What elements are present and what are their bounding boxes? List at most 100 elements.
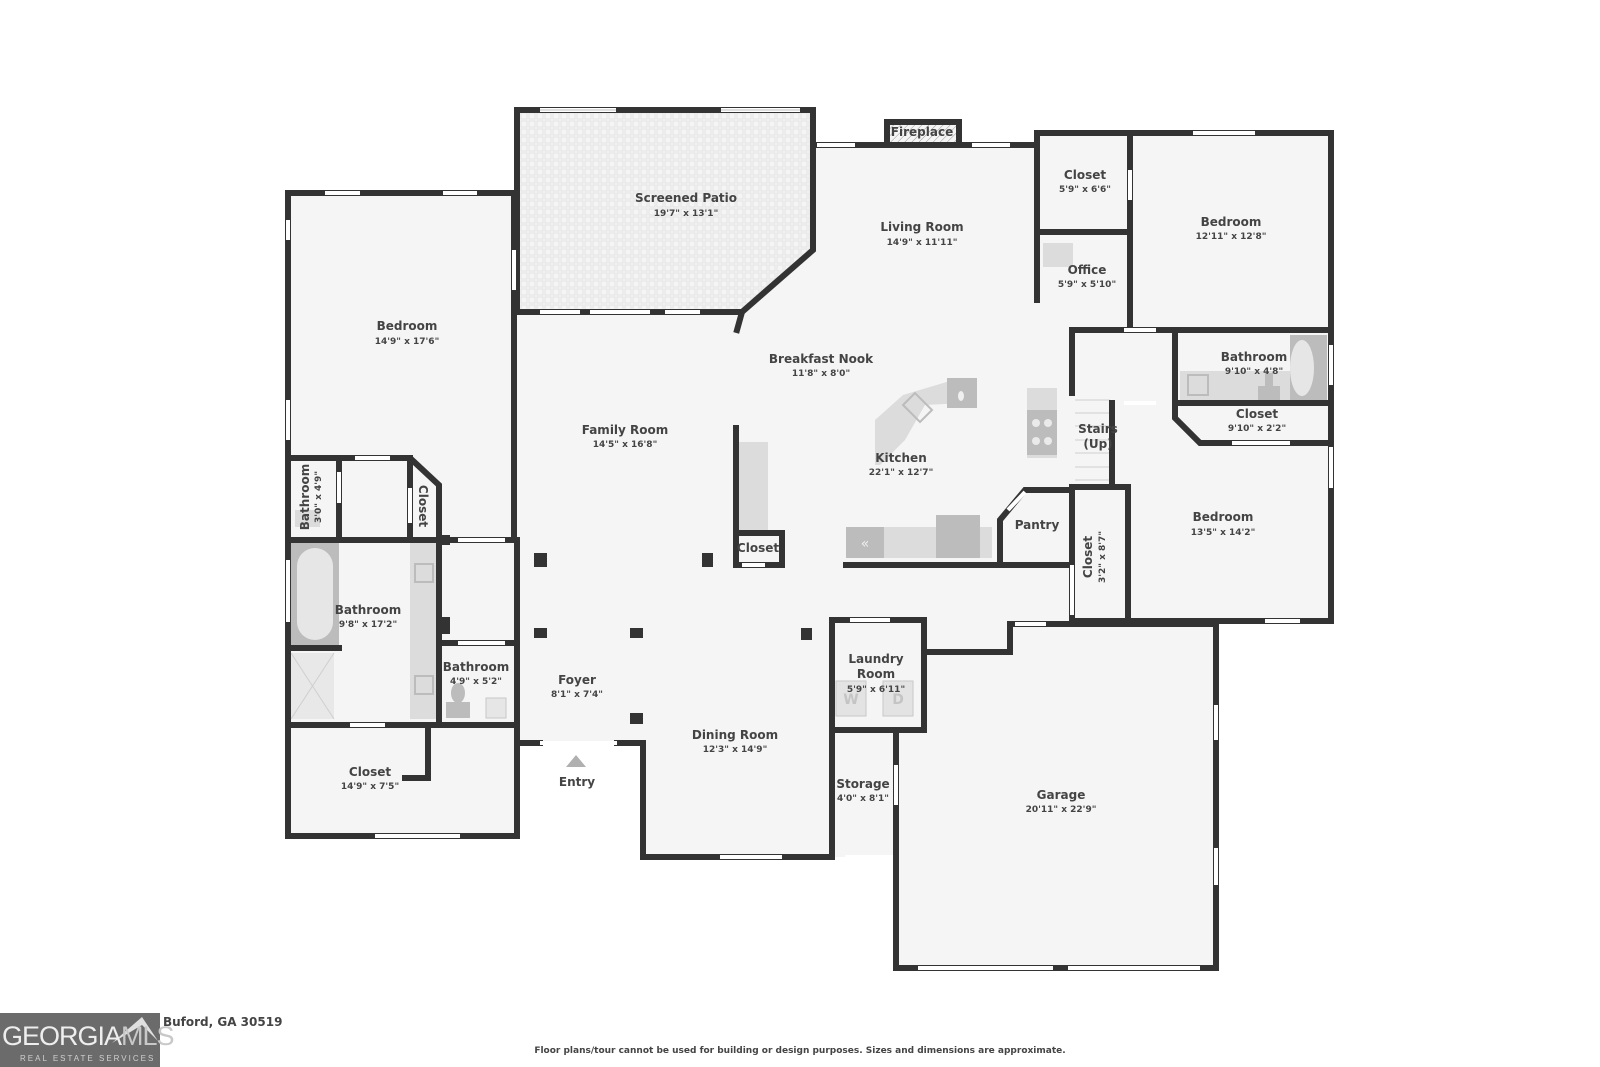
room-dim: 22'1" x 12'7" xyxy=(869,468,934,478)
sink-icon xyxy=(1187,374,1209,396)
bathroom-small-label: Bathroom 3'0" x 4'9" xyxy=(298,464,324,530)
room-labels: Screened Patio 19'7" x 13'1" Living Room… xyxy=(298,125,1287,815)
room-dim: 4'9" x 5'2" xyxy=(450,677,502,687)
laundry-storage-floor xyxy=(832,620,924,855)
svg-text:Closet: Closet xyxy=(1081,536,1095,578)
garage-floor xyxy=(896,624,1216,968)
column xyxy=(440,535,450,545)
room-name: Breakfast Nook xyxy=(769,352,874,366)
room-name: Kitchen xyxy=(875,451,927,465)
sink-icon xyxy=(485,697,507,719)
room-name: Dining Room xyxy=(692,728,778,742)
room-dim: 14'5" x 16'8" xyxy=(593,440,658,450)
sink-icon xyxy=(901,391,934,424)
room-name: Closet xyxy=(1064,168,1106,182)
vent-icon: « xyxy=(861,536,870,552)
fireplace-label: Fireplace xyxy=(891,125,953,139)
washer-icon xyxy=(835,680,867,717)
room-dim: 14'9" x 7'5" xyxy=(341,782,399,792)
column xyxy=(440,617,450,634)
room-name: Screened Patio xyxy=(635,191,737,205)
room-name: Garage xyxy=(1037,788,1086,802)
fireplace-hearth xyxy=(887,122,959,142)
closet-center-label: Closet xyxy=(737,541,779,555)
floor-fills xyxy=(288,110,1331,968)
tub-icon xyxy=(1290,340,1314,396)
room-name: Bathroom xyxy=(335,603,401,617)
built-in xyxy=(738,442,768,530)
column xyxy=(801,628,812,640)
stairs-label: Stairs xyxy=(1078,422,1118,436)
toilet-icon xyxy=(446,702,470,718)
washer-label: W xyxy=(843,692,858,708)
room-dim: 14'9" x 11'11" xyxy=(887,238,958,248)
svg-text:Closet: Closet xyxy=(416,485,430,527)
closet-small-label: Closet xyxy=(416,485,430,527)
dryer-label: D xyxy=(892,692,904,708)
room-dim: 9'8" x 17'2" xyxy=(339,620,397,630)
column xyxy=(630,628,643,638)
room-dim: 19'7" x 13'1" xyxy=(654,209,719,219)
room-dim: 12'11" x 12'8" xyxy=(1196,232,1267,242)
logo-text: GEORGIAMLS xyxy=(2,1021,175,1051)
room-dim: 5'9" x 5'10" xyxy=(1058,280,1116,290)
sink-icon xyxy=(414,563,434,583)
column xyxy=(630,713,643,724)
main-floor xyxy=(517,145,1072,857)
dryer-icon xyxy=(882,680,914,717)
room-name: Family Room xyxy=(582,423,669,437)
room-name: Closet xyxy=(1236,407,1278,421)
svg-text:3'2" x 8'7": 3'2" x 8'7" xyxy=(1098,531,1108,583)
svg-text:Bathroom: Bathroom xyxy=(298,464,312,530)
room-dim: 4'0" x 8'1" xyxy=(837,794,889,804)
toilet-icon xyxy=(1258,386,1280,400)
room-name: Office xyxy=(1068,263,1107,277)
room-name: Bedroom xyxy=(377,319,438,333)
svg-text:3'0" x 4'9": 3'0" x 4'9" xyxy=(314,471,324,523)
entry-arrow-icon xyxy=(566,755,586,767)
closet-narrow-label: Closet 3'2" x 8'7" xyxy=(1081,531,1108,583)
windows xyxy=(286,108,1333,970)
roof-icon xyxy=(112,1017,158,1043)
room-dim: 20'11" x 22'9" xyxy=(1026,805,1097,815)
cooktop xyxy=(846,527,884,558)
room-name: Pantry xyxy=(1015,518,1060,532)
tub-icon xyxy=(297,548,333,640)
disclaimer: Floor plans/tour cannot be used for buil… xyxy=(534,1046,1066,1056)
column xyxy=(702,553,713,567)
room-dim: 13'5" x 14'2" xyxy=(1191,528,1256,538)
water-drop-icon xyxy=(958,391,964,401)
room-name: Bedroom xyxy=(1193,510,1254,524)
office-desk xyxy=(1043,243,1073,267)
fixtures: « W D xyxy=(290,243,1327,767)
room-dim: 5'9" x 6'6" xyxy=(1059,185,1111,195)
room-dim: 8'1" x 7'4" xyxy=(551,690,603,700)
patio-floor xyxy=(517,110,813,312)
room-name: Living Room xyxy=(880,220,963,234)
room-dim: 11'8" x 8'0" xyxy=(792,369,850,379)
room-dim: 9'10" x 4'8" xyxy=(1225,367,1283,377)
georgia-mls-logo: GEORGIAMLS REAL ESTATE SERVICES xyxy=(0,1013,175,1067)
room-dim: 12'3" x 14'9" xyxy=(703,745,768,755)
stairs-sub: (Up) xyxy=(1083,437,1112,451)
entry-label: Entry xyxy=(559,775,595,789)
room-name: Bathroom xyxy=(1221,350,1287,364)
room-name: Laundry xyxy=(848,652,903,666)
column xyxy=(534,553,547,567)
columns xyxy=(440,535,812,724)
room-name: Storage xyxy=(836,777,889,791)
room-dim: 5'9" x 6'11" xyxy=(847,685,905,695)
column xyxy=(534,628,547,638)
refrigerator xyxy=(936,515,980,558)
kitchen-island xyxy=(875,378,965,465)
room-name: Foyer xyxy=(558,673,596,687)
stairs-treads xyxy=(1075,399,1110,481)
room-name: Bathroom xyxy=(443,660,509,674)
stove-icon xyxy=(1027,410,1057,455)
room-name-2: Room xyxy=(857,667,895,681)
room-name: Bedroom xyxy=(1201,215,1262,229)
room-dim: 14'9" x 17'6" xyxy=(375,337,440,347)
room-dim: 9'10" x 2'2" xyxy=(1228,424,1286,434)
small-bath-toilet xyxy=(295,510,320,527)
